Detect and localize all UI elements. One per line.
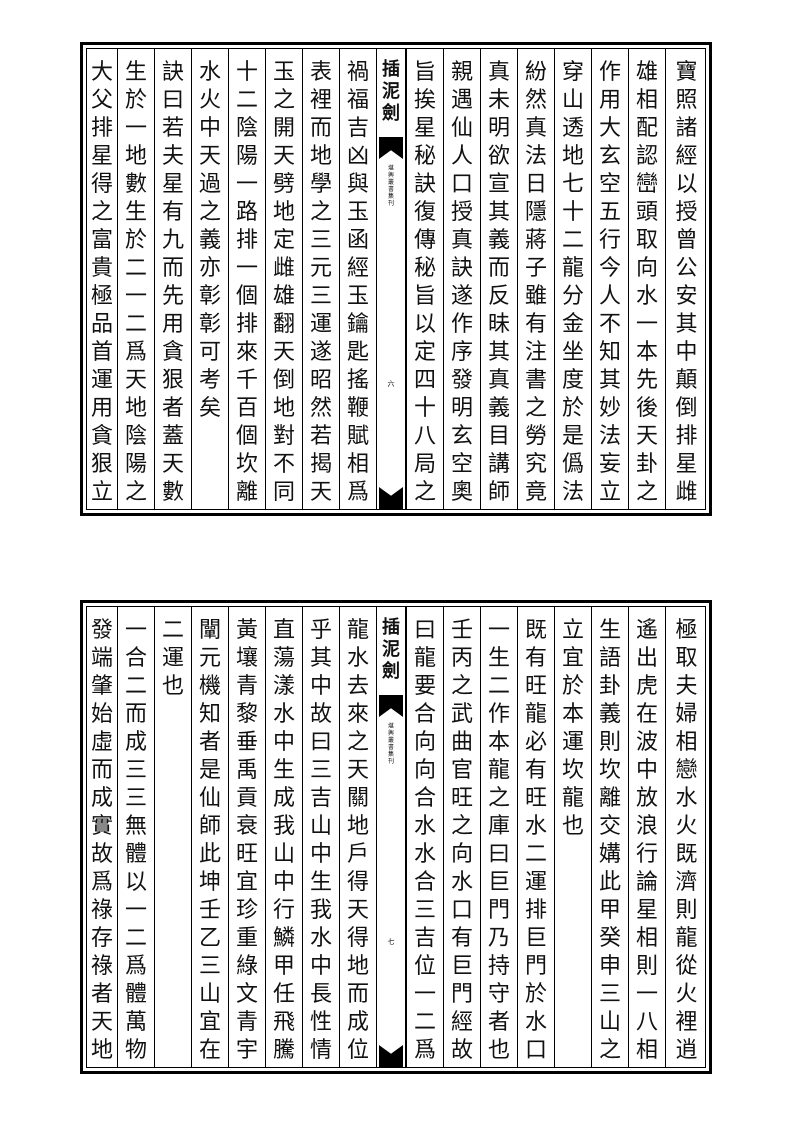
text-column: 乎其中故曰三吉山中生我水中長性情 [302, 607, 339, 1067]
text-column: 紛然真法日隱蔣子雖有注書之勞究竟 [517, 49, 554, 509]
fish-tail-ornament [379, 137, 403, 159]
text-column: 寶照諸經以授曾公安其中顛倒排星雌 [665, 49, 707, 509]
lower-page-frame: 極取夫婦相戀水火既濟則龍從火裡逍 遙出虎在波中放浪行論星相則一八相 生語卦義則坎… [86, 606, 706, 1068]
text-column: 二運也 [154, 607, 191, 1067]
spine-column: 插泥劍 堪輿叢書集刊 七 [376, 607, 406, 1067]
text-column: 穿山透地七十二龍分金坐度於是僞法 [554, 49, 591, 509]
text-column: 發端肇始虛而成實故爲祿存祿者天地 [90, 618, 113, 1063]
text-column: 禍福吉凶與玉函經玉鑰匙搖鞭賦相爲 [339, 49, 376, 509]
upper-page-frame: 寶照諸經以授曾公安其中顛倒排星雌 雄相配認巒頭取向水一本先後天卦之 作用大玄空五… [86, 48, 706, 510]
text-column: 生語卦義則坎離交媾此甲癸申三山之 [591, 607, 628, 1067]
text-column: 十二陰陽一路排一個排來千百個坎離 [228, 49, 265, 509]
text-column: 生於一地數生於二一二爲天地陰陽之 [117, 49, 154, 509]
upper-page: 寶照諸經以授曾公安其中顛倒排星雌 雄相配認巒頭取向水一本先後天卦之 作用大玄空五… [80, 42, 712, 516]
lower-page: 極取夫婦相戀水火既濟則龍從火裡逍 遙出虎在波中放浪行論星相則一八相 生語卦義則坎… [80, 600, 712, 1074]
text-column: 闡元機知者是仙師此坤壬乙三山宜在 [191, 607, 228, 1067]
text-column: 曰龍要合向向合水水合三吉位一二爲 [406, 607, 443, 1067]
fish-tail-ornament [379, 1045, 403, 1067]
text-column: 一生二作本龍之庫曰巨門乃持守者也 [480, 607, 517, 1067]
text-column: 一合二而成三三無體以一二爲體萬物 [117, 607, 154, 1067]
text-column: 極取夫婦相戀水火既濟則龍從火裡逍 [665, 607, 707, 1067]
text-column: 旨挨星秘訣復傳秘旨以定四十八局之 [406, 49, 443, 509]
text-column: 壬丙之武曲官旺之向水口有巨門經故 [443, 607, 480, 1067]
text-column: 直蕩漾水中生成我山中行鱗甲任飛騰 [265, 607, 302, 1067]
book-title: 插泥劍 [382, 59, 400, 124]
book-title: 插泥劍 [382, 617, 400, 682]
text-column: 真未明欲宣其義而反昧其真義目講師 [480, 49, 517, 509]
fish-tail-ornament [379, 695, 403, 717]
text-column: 表裡而地學之三元三運遂昭然若揭天 [302, 49, 339, 509]
page-number: 六 [387, 380, 395, 388]
text-column: 龍水去來之天關地戶得天得地而成位 [339, 607, 376, 1067]
collection-note: 堪輿叢書集刊 [387, 723, 394, 765]
page-number: 七 [387, 938, 395, 946]
text-column: 黃壤青黎垂禹貢衰旺宜珍重綠文青宇 [228, 607, 265, 1067]
text-column: 立宜於本運坎龍也 [554, 607, 591, 1067]
text-column: 大父排星得之富貴極品首運用貪狠立 [90, 60, 113, 505]
collection-note: 堪輿叢書集刊 [387, 165, 394, 207]
text-column: 雄相配認巒頭取向水一本先後天卦之 [628, 49, 665, 509]
spine-column: 插泥劍 堪輿叢書集刊 六 [376, 49, 406, 509]
text-column: 既有旺龍必有旺水二運排巨門於水口 [517, 607, 554, 1067]
text-column: 訣曰若夫星有九而先用貪狠者蓋天數 [154, 49, 191, 509]
text-column: 水火中天過之義亦彰彰可考矣 [191, 49, 228, 509]
text-column: 作用大玄空五行今人不知其妙法妄立 [591, 49, 628, 509]
fish-tail-ornament [379, 487, 403, 509]
text-column: 親遇仙人口授真訣遂作序發明玄空奧 [443, 49, 480, 509]
text-column: 遙出虎在波中放浪行論星相則一八相 [628, 607, 665, 1067]
text-column: 玉之開天劈地定雌雄翻天倒地對不同 [265, 49, 302, 509]
